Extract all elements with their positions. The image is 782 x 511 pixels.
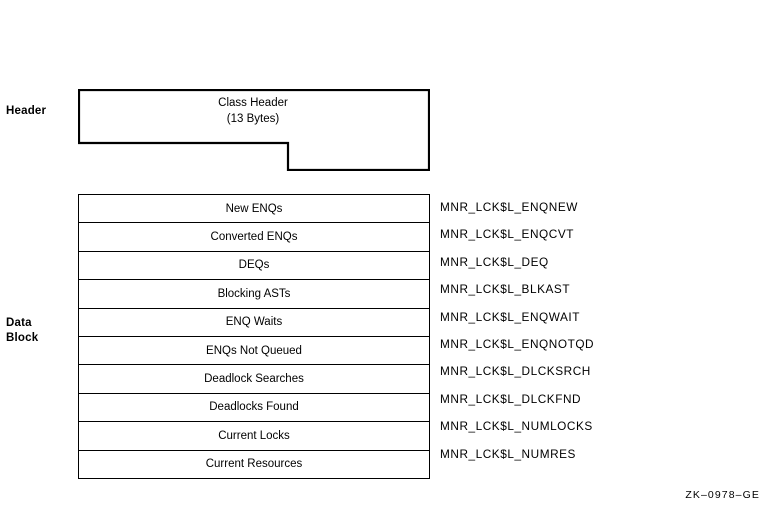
- stepped-polygon: [78, 89, 430, 171]
- header-section-label: Header: [6, 105, 47, 117]
- class-header-outline: [78, 89, 430, 171]
- list-item: MNR_LCK$L_DLCKFND: [440, 391, 582, 406]
- table-row: Deadlock Searches: [78, 364, 430, 394]
- table-row: Deadlocks Found: [78, 392, 430, 423]
- class-header-shape: [78, 89, 430, 171]
- class-header-text: Class Header (13 Bytes): [78, 95, 428, 127]
- class-header-title: Class Header: [218, 97, 288, 109]
- list-item: MNR_LCK$L_DEQ: [440, 254, 549, 269]
- list-item: MNR_LCK$L_ENQNEW: [440, 200, 578, 214]
- list-item: MNR_LCK$L_ENQNOTQD: [440, 336, 595, 351]
- list-item: MNR_LCK$L_DLCKSRCH: [440, 364, 591, 379]
- field-cell: Deadlocks Found: [78, 392, 430, 423]
- table-row: DEQs: [78, 250, 430, 281]
- table-row: ENQ Waits: [78, 307, 430, 337]
- list-item: MNR_LCK$L_NUMRES: [440, 446, 576, 461]
- field-cell: ENQs Not Queued: [78, 335, 430, 366]
- field-cell: Deadlock Searches: [78, 364, 430, 394]
- list-item: MNR_LCK$L_NUMLOCKS: [440, 419, 593, 434]
- field-cell: Current Locks: [78, 421, 430, 451]
- table-row: New ENQs: [78, 193, 430, 224]
- data-block-table-body: New ENQs Converted ENQs DEQs Blocking AS…: [78, 193, 430, 479]
- field-cell: Blocking ASTs: [78, 279, 430, 309]
- class-header-size: (13 Bytes): [226, 113, 280, 125]
- field-cell: Current Resources: [78, 449, 430, 479]
- field-cell: New ENQs: [78, 193, 430, 224]
- table-row: ENQs Not Queued: [78, 335, 430, 366]
- data-block-table: New ENQs Converted ENQs DEQs Blocking AS…: [78, 193, 430, 479]
- table-row: Current Resources: [78, 449, 430, 479]
- table-row: Blocking ASTs: [78, 279, 430, 309]
- list-item: MNR_LCK$L_ENQWAIT: [440, 309, 581, 324]
- list-item: MNR_LCK$L_BLKAST: [440, 282, 571, 297]
- field-cell: Converted ENQs: [78, 222, 430, 252]
- symbol-name-list: MNR_LCK$L_ENQNEW MNR_LCK$L_ENQCVT MNR_LC…: [440, 194, 594, 468]
- table-row: Converted ENQs: [78, 222, 430, 252]
- list-item: MNR_LCK$L_ENQCVT: [440, 227, 575, 242]
- field-cell: ENQ Waits: [78, 307, 430, 337]
- figure-reference-id: ZK–0978–GE: [685, 489, 760, 501]
- data-block-section-label: Data Block: [6, 317, 39, 344]
- field-cell: DEQs: [78, 250, 430, 281]
- table-row: Current Locks: [78, 421, 430, 451]
